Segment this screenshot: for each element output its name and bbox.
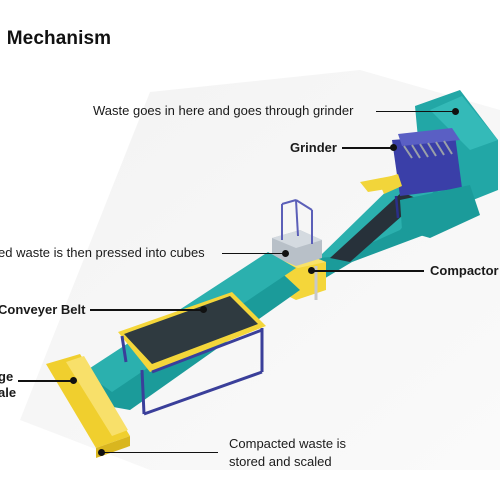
grinder-skirt bbox=[400, 185, 480, 238]
label-input: Waste goes in here and goes through grin… bbox=[93, 103, 354, 118]
leader-dot-input bbox=[452, 108, 459, 115]
leader-stored bbox=[102, 452, 218, 453]
grinder-yellow-plate bbox=[378, 174, 402, 194]
leader-input bbox=[376, 111, 454, 112]
conveyer-belt bbox=[124, 296, 258, 364]
hopper-lip bbox=[430, 96, 498, 150]
leader-dot-compactor bbox=[308, 267, 315, 274]
label-conveyer: Conveyer Belt bbox=[0, 302, 86, 317]
leader-dot-storage bbox=[70, 377, 77, 384]
leader-storage bbox=[18, 380, 72, 382]
leader-dot-pressed bbox=[282, 250, 289, 257]
leader-dot-grinder bbox=[390, 144, 397, 151]
label-pressed: ed waste is then pressed into cubes bbox=[0, 245, 205, 260]
grinder-box bbox=[392, 135, 462, 196]
leader-compactor bbox=[312, 270, 424, 272]
label-stored-line1: Compacted waste is bbox=[229, 436, 347, 451]
grinder-blades bbox=[403, 140, 453, 159]
label-grinder: Grinder bbox=[290, 140, 337, 155]
compactor-frame bbox=[281, 199, 313, 244]
leader-dot-stored bbox=[98, 449, 105, 456]
label-stored-line2: stored and scaled bbox=[229, 454, 332, 469]
label-storage-line1: ge bbox=[0, 369, 14, 384]
leader-conveyer bbox=[90, 309, 202, 311]
diagram-title: l Mechanism bbox=[0, 28, 112, 49]
compactor-press-top bbox=[272, 230, 322, 248]
leader-dot-conveyer bbox=[200, 306, 207, 313]
storage-tray-inner bbox=[66, 356, 128, 436]
leader-grinder bbox=[342, 147, 392, 149]
leader-pressed bbox=[222, 253, 284, 254]
label-compactor: Compactor bbox=[430, 263, 499, 278]
label-storage-line2: ale bbox=[0, 385, 17, 400]
conveyer-stand bbox=[120, 328, 264, 416]
